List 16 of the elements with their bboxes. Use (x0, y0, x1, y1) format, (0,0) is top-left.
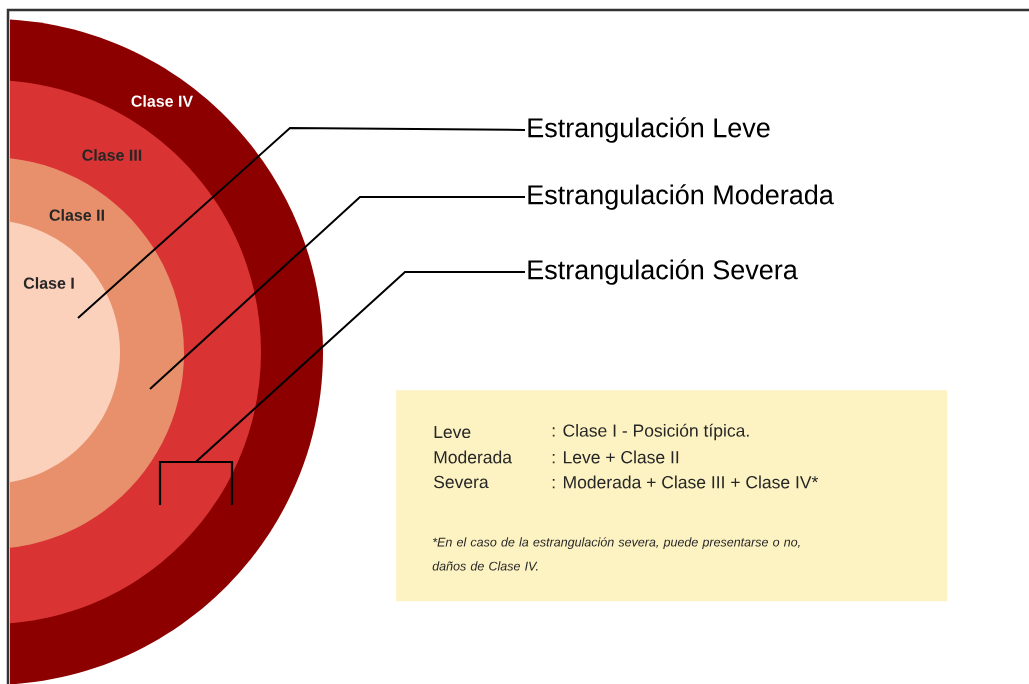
callout-label: Estrangulación Severa (528, 259, 798, 285)
table-cell: : Moderada + Clase III + Clase IV* (552, 475, 819, 489)
ring: Clase I (10, 220, 120, 484)
leader-line (77, 127, 526, 319)
table-cell: Severa (434, 475, 489, 489)
table-cell: : Leve + Clase II (552, 450, 679, 464)
bracket (158, 460, 234, 505)
callout-label: Estrangulación Leve (528, 117, 770, 143)
callout-label: Estrangulación Moderada (528, 184, 834, 210)
footnote: *En el caso de la estrangulación severa, puede presentarse o no, daños de Clase IV. (432, 537, 800, 571)
leader-line (195, 271, 526, 463)
table-cell: : Clase I - Posición típica. (552, 423, 749, 441)
leader-line (149, 196, 526, 390)
table-cell: Moderada (434, 450, 512, 464)
note-box (396, 390, 948, 602)
table-cell: Leve (434, 425, 471, 439)
